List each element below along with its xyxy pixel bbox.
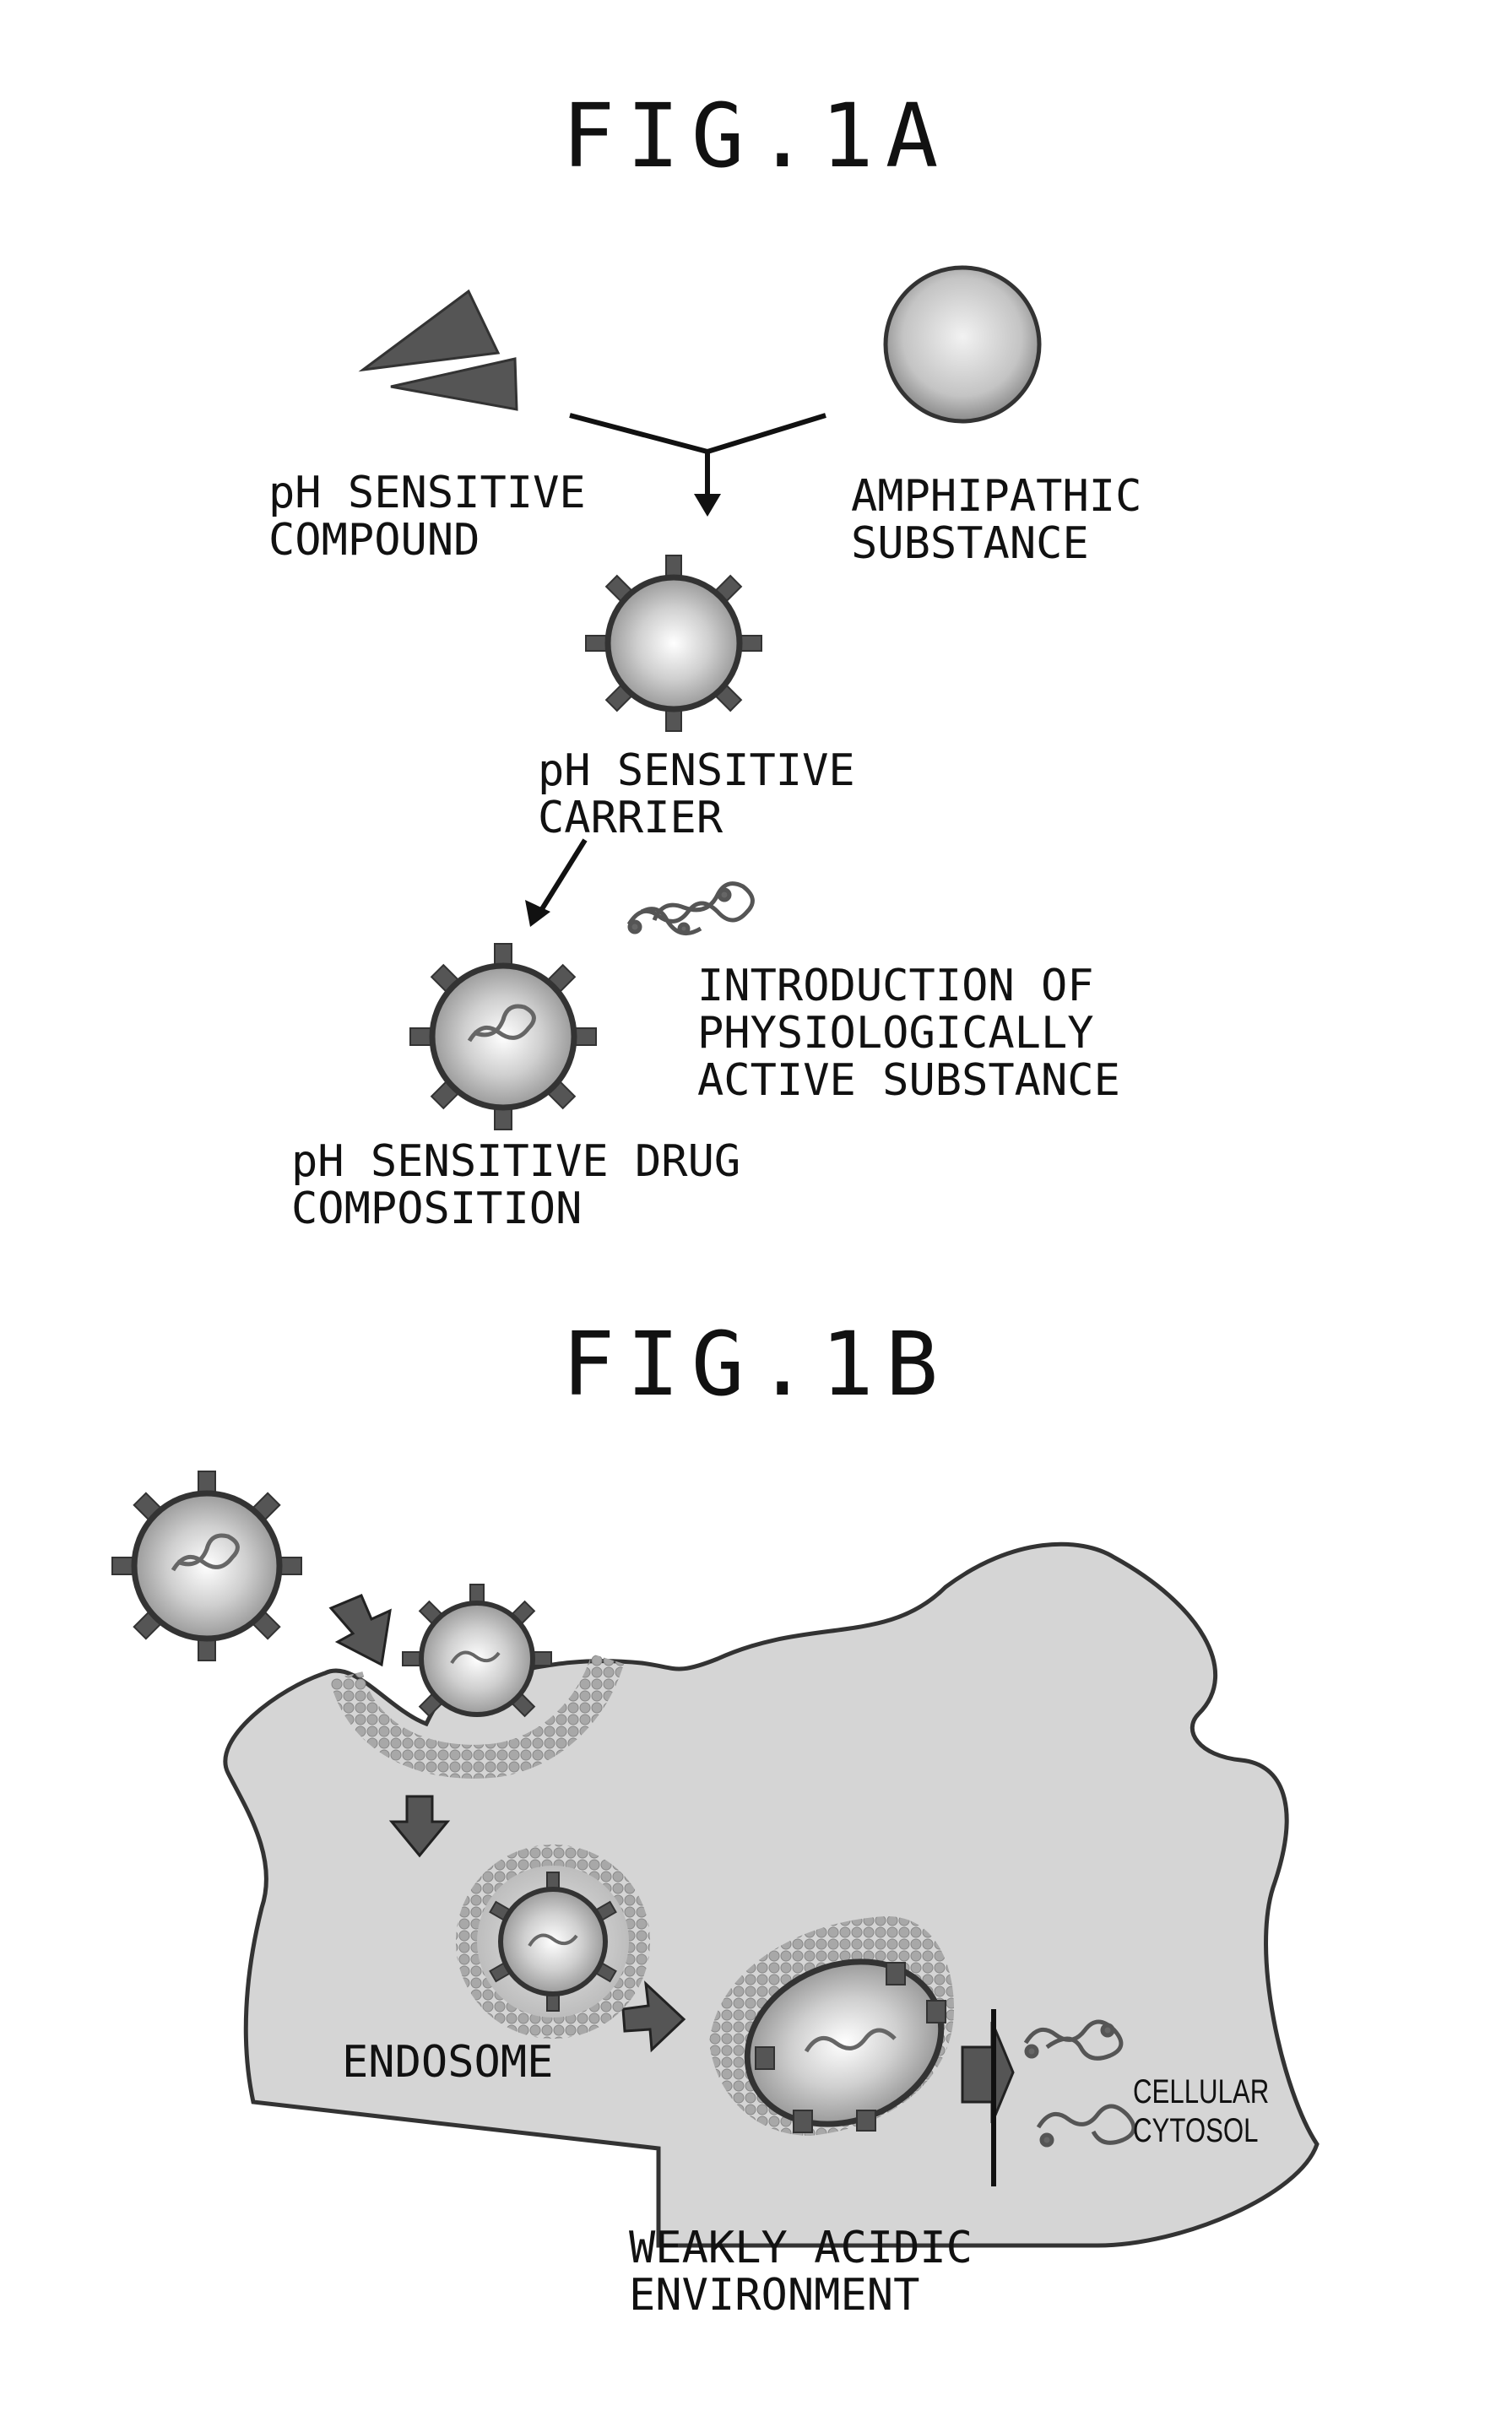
label-ph-sensitive-drug-composition: pH SENSITIVE DRUG COMPOSITION — [291, 1138, 740, 1232]
fig-1b-title: FIG.1B — [0, 1313, 1512, 1416]
amphipathic-sphere — [886, 268, 1039, 421]
label-ph-sensitive-carrier: pH SENSITIVE CARRIER — [538, 747, 855, 842]
free-drug-composition — [112, 1471, 301, 1660]
ph-sensitive-drug-composition — [410, 944, 596, 1130]
label-amphipathic-substance: AMPHIPATHIC SUBSTANCE — [851, 473, 1141, 567]
endosome-vesicle — [456, 1845, 650, 2039]
carrier-to-drug-arrow — [540, 840, 585, 912]
label-endosome: ENDOSOME — [342, 2039, 553, 2086]
ph-sensitive-carrier — [586, 555, 761, 731]
merge-arrow-head — [694, 494, 721, 517]
ph-compound-triangle-upper — [363, 291, 498, 370]
active-substance-molecule — [629, 884, 752, 934]
label-weakly-acidic-environment: WEAKLY ACIDIC ENVIRONMENT — [629, 2224, 973, 2319]
merge-lines — [570, 415, 826, 505]
label-cellular-cytosol: CELLULAR CYTOSOL — [1133, 2072, 1269, 2150]
block-arrow-1 — [331, 1595, 390, 1665]
label-ph-sensitive-compound: pH SENSITIVE COMPOUND — [268, 469, 586, 564]
ph-compound-triangle-lower — [391, 359, 517, 409]
fig-1a-title: FIG.1A — [0, 84, 1512, 187]
label-introduction-of-active-substance: INTRODUCTION OF PHYSIOLOGICALLY ACTIVE S… — [697, 962, 1120, 1104]
